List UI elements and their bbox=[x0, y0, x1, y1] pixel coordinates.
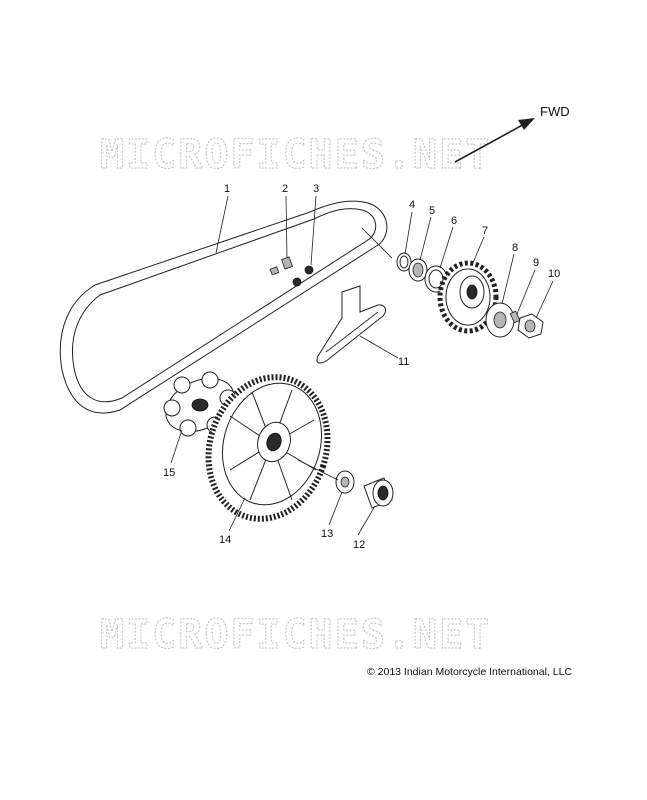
callout-12: 12 bbox=[353, 539, 365, 551]
callout-2: 2 bbox=[282, 183, 288, 195]
callout-14: 14 bbox=[219, 534, 231, 546]
washer-part bbox=[396, 252, 412, 272]
screw-part bbox=[509, 310, 521, 324]
bolt-part bbox=[269, 256, 293, 276]
seal-part bbox=[408, 258, 428, 282]
callout-4: 4 bbox=[409, 199, 415, 211]
leader-lines bbox=[170, 195, 554, 536]
fwd-label: FWD bbox=[540, 104, 570, 119]
hub-spacer-part bbox=[335, 470, 355, 494]
drive-belt-part bbox=[59, 200, 388, 414]
retaining-plate-part bbox=[485, 302, 515, 338]
callout-15: 15 bbox=[163, 467, 175, 479]
callout-5: 5 bbox=[429, 205, 435, 217]
driven-sprocket-wheel-part bbox=[205, 374, 331, 522]
flange-nut-part bbox=[517, 313, 544, 339]
callout-8: 8 bbox=[512, 242, 518, 254]
callout-7: 7 bbox=[482, 225, 488, 237]
belt-guard-bracket-part bbox=[316, 285, 386, 364]
callout-13: 13 bbox=[321, 528, 333, 540]
forward-direction-arrow bbox=[454, 118, 535, 163]
watermark-bottom: MICROFICHES.NET bbox=[100, 612, 491, 658]
callout-6: 6 bbox=[451, 215, 457, 227]
watermark-top: MICROFICHES.NET bbox=[100, 132, 491, 178]
copyright-notice: © 2013 Indian Motorcycle International, … bbox=[367, 666, 572, 678]
nut-part bbox=[292, 265, 314, 287]
callout-9: 9 bbox=[533, 257, 539, 269]
bearing-part bbox=[363, 477, 394, 509]
drive-sprocket-part bbox=[437, 260, 499, 334]
callout-10: 10 bbox=[548, 268, 560, 280]
callout-3: 3 bbox=[313, 183, 319, 195]
callout-11: 11 bbox=[398, 356, 409, 368]
callout-1: 1 bbox=[224, 183, 230, 195]
